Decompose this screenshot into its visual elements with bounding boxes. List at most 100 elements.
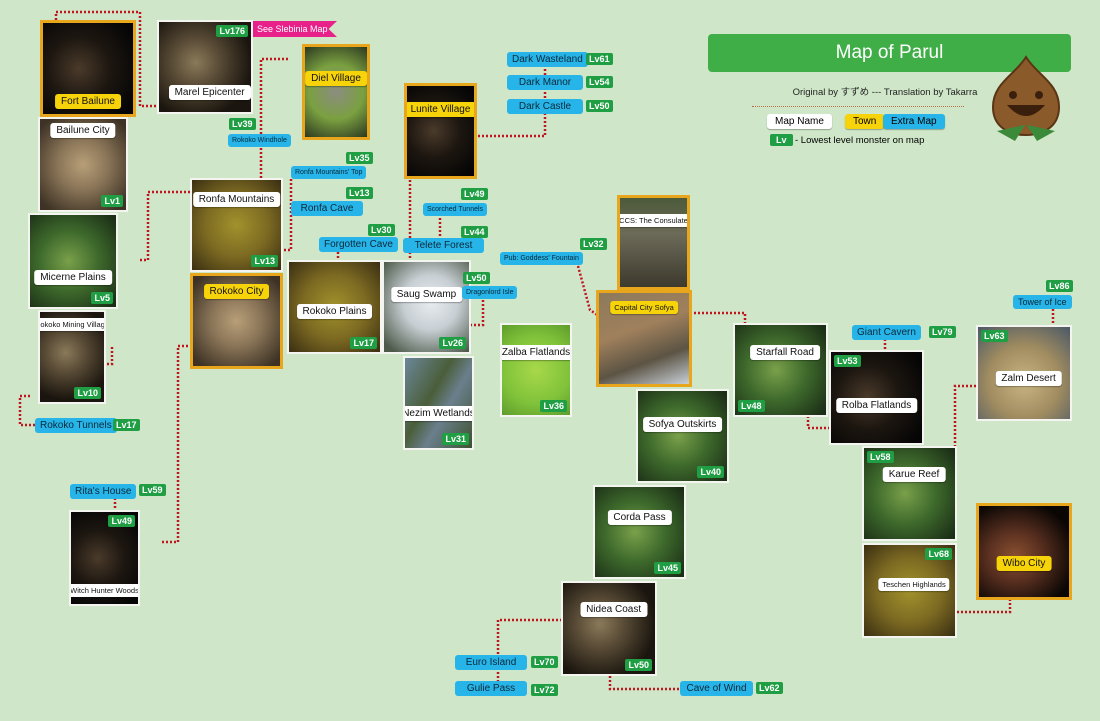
map-label: Fort Bailune xyxy=(55,94,121,109)
map-label: Wibo City xyxy=(996,556,1052,571)
level-badge: Lv70 xyxy=(531,656,558,668)
level-badge: Lv68 xyxy=(925,548,952,560)
level-badge: Lv50 xyxy=(625,659,652,671)
extra-map-rokoko-windhole[interactable]: Rokoko Windhole xyxy=(228,134,291,147)
level-badge: Lv176 xyxy=(216,25,248,37)
level-badge: Lv58 xyxy=(867,451,894,463)
map-label: Starfall Road xyxy=(750,345,820,360)
extra-map-rokoko-tunnels[interactable]: Rokoko Tunnels xyxy=(35,418,117,433)
map-label: Rolba Flatlands xyxy=(835,398,918,413)
level-badge: Lv35 xyxy=(346,152,373,164)
level-badge: Lv54 xyxy=(586,76,613,88)
legend-extra-map: Extra Map xyxy=(883,114,945,129)
extra-map-dark-wasteland[interactable]: Dark Wasteland xyxy=(507,52,588,67)
level-badge: Lv32 xyxy=(580,238,607,250)
level-badge: Lv10 xyxy=(74,387,101,399)
map-lunite-village[interactable]: Lunite Village xyxy=(404,83,477,179)
level-badge: Lv50 xyxy=(586,100,613,112)
level-badge: Lv5 xyxy=(91,292,113,304)
credit-text: Original by すずめ --- Translation by Takar… xyxy=(792,87,978,98)
level-badge: Lv86 xyxy=(1046,280,1073,292)
level-badge: Lv45 xyxy=(654,562,681,574)
extra-map-ronfa-cave[interactable]: Ronfa Cave xyxy=(291,201,363,216)
level-badge: Lv62 xyxy=(756,682,783,694)
map-label: Zalba Flatlands xyxy=(502,345,570,360)
extra-map-pub-goddess-fountain[interactable]: Pub: Goddess' Fountain xyxy=(500,252,583,265)
map-label: Rokoko Mining Village xyxy=(40,318,104,331)
level-badge: Lv53 xyxy=(834,355,861,367)
level-badge: Lv30 xyxy=(368,224,395,236)
level-badge: Lv72 xyxy=(531,684,558,696)
level-badge: Lv50 xyxy=(463,272,490,284)
legend-map-name: Map Name xyxy=(767,114,832,129)
level-badge: Lv49 xyxy=(461,188,488,200)
map-label: Marel Epicenter xyxy=(168,85,251,100)
level-badge: Lv17 xyxy=(350,337,377,349)
extra-map-ritas-house[interactable]: Rita's House xyxy=(70,484,136,499)
extra-map-scorched-tunnels[interactable]: Scorched Tunnels xyxy=(423,203,488,216)
extra-map-ronfa-mountains-top[interactable]: Ronfa Mountains' Top xyxy=(291,166,367,179)
level-badge: Lv44 xyxy=(461,226,488,238)
map-fort-bailune[interactable]: Fort Bailune xyxy=(40,20,136,117)
extra-map-gulie-pass[interactable]: Gulie Pass xyxy=(455,681,527,696)
map-label: Rokoko Plains xyxy=(296,304,373,319)
level-badge: Lv61 xyxy=(586,53,613,65)
level-badge: Lv13 xyxy=(251,255,278,267)
map-label: Karue Reef xyxy=(882,467,946,482)
map-label: CCS: The Consulate xyxy=(620,214,687,227)
map-diel-village[interactable]: Diel Village xyxy=(302,44,370,140)
level-badge: Lv49 xyxy=(108,515,135,527)
map-wibo-city[interactable]: Wibo City xyxy=(976,503,1072,600)
level-badge: Lv63 xyxy=(981,330,1008,342)
legend-town: Town xyxy=(845,114,885,129)
map-label: Bailune City xyxy=(50,123,116,138)
map-label: Sofya Outskirts xyxy=(642,417,723,432)
map-label: Lunite Village xyxy=(407,102,474,117)
level-badge: Lv48 xyxy=(738,400,765,412)
extra-map-dragonlord-isle[interactable]: Dragonlord Isle xyxy=(462,286,518,299)
level-badge: Lv59 xyxy=(139,484,166,496)
map-label: Nidea Coast xyxy=(580,602,648,617)
extra-map-dark-castle[interactable]: Dark Castle xyxy=(507,99,583,114)
level-badge: Lv13 xyxy=(346,187,373,199)
map-label: Micerne Plains xyxy=(34,270,112,285)
extra-map-euro-island[interactable]: Euro Island xyxy=(455,655,527,670)
see-slebinia-map-link[interactable]: See Slebinia Map xyxy=(253,21,337,37)
page-title: Map of Parul xyxy=(708,34,1071,72)
map-label: Diel Village xyxy=(305,71,367,86)
map-rokoko-city[interactable]: Rokoko City xyxy=(190,273,283,369)
extra-map-telete-forest[interactable]: Telete Forest xyxy=(403,238,484,253)
legend-lv: Lv xyxy=(770,134,793,146)
map-label: Nezim Wetlands xyxy=(405,406,472,421)
extra-map-forgotten-cave[interactable]: Forgotten Cave xyxy=(319,237,398,252)
map-capital-city-sofya[interactable]: Capital City Sofya xyxy=(596,290,692,387)
level-badge: Lv17 xyxy=(113,419,140,431)
level-badge: Lv31 xyxy=(442,433,469,445)
map-ccs-consulate[interactable]: CCS: The Consulate xyxy=(617,195,690,290)
extra-map-cave-of-wind[interactable]: Cave of Wind xyxy=(680,681,753,696)
extra-map-dark-manor[interactable]: Dark Manor xyxy=(507,75,583,90)
chestnut-mascot-icon xyxy=(991,55,1061,141)
extra-map-tower-of-ice[interactable]: Tower of Ice xyxy=(1013,295,1072,309)
divider xyxy=(752,106,964,107)
extra-map-giant-cavern[interactable]: Giant Cavern xyxy=(852,325,921,340)
map-label: Zalm Desert xyxy=(995,371,1062,386)
